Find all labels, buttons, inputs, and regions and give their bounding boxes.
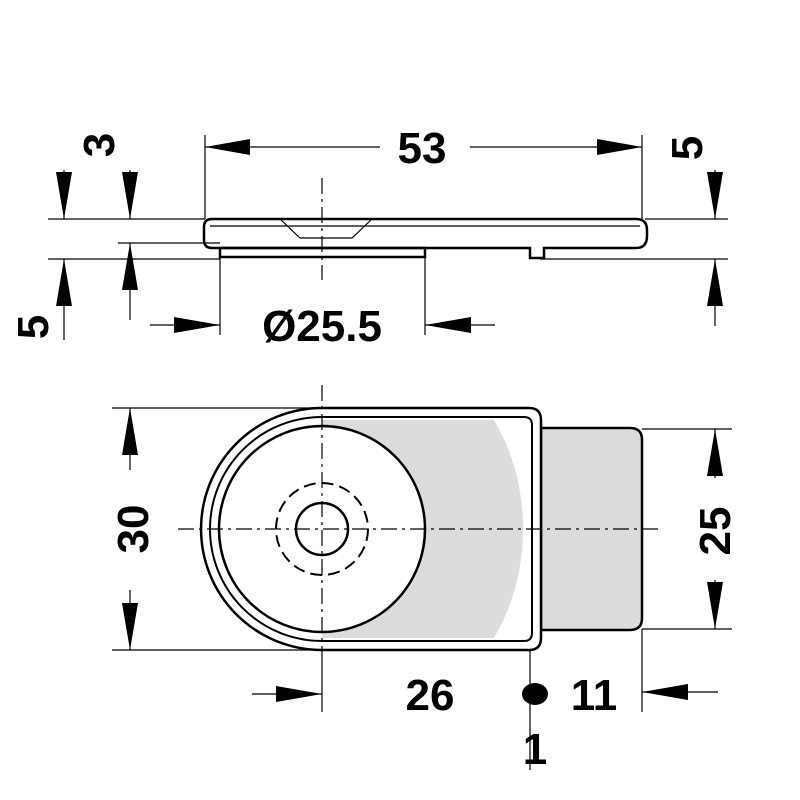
dim-label-1: 1 (523, 725, 547, 774)
dim-left-height: 5 (9, 243, 138, 340)
dim-gap: 1 (522, 683, 548, 774)
dim-label-3: 3 (75, 133, 124, 157)
side-view: 53 3 5 5 (9, 124, 728, 351)
dim-overall-length: 53 (205, 124, 642, 173)
top-view: 30 25 26 1 11 (109, 385, 740, 774)
dim-center-offset: 26 (252, 671, 454, 720)
dim-width: 30 (109, 408, 158, 650)
dim-block-length: 11 (571, 671, 718, 720)
dim-label-30: 30 (109, 505, 158, 554)
dim-label-5-right: 5 (663, 136, 712, 160)
plate-inner-edge (209, 416, 533, 642)
plate-profile (202, 217, 649, 260)
dim-top-thickness: 3 (56, 133, 138, 219)
dim-label-53: 53 (398, 124, 447, 173)
gap-dot (522, 683, 548, 705)
dim-label-11: 11 (571, 671, 618, 720)
dim-label-25: 25 (691, 507, 740, 556)
dim-diameter: Ø25.5 (150, 302, 495, 351)
countersink-profile (279, 218, 373, 239)
dim-label-diameter: Ø25.5 (262, 302, 382, 351)
dim-label-5-left: 5 (9, 315, 58, 339)
dim-label-26: 26 (406, 671, 455, 720)
dim-block-width: 25 (691, 429, 740, 629)
dim-right-height: 5 (663, 136, 723, 326)
